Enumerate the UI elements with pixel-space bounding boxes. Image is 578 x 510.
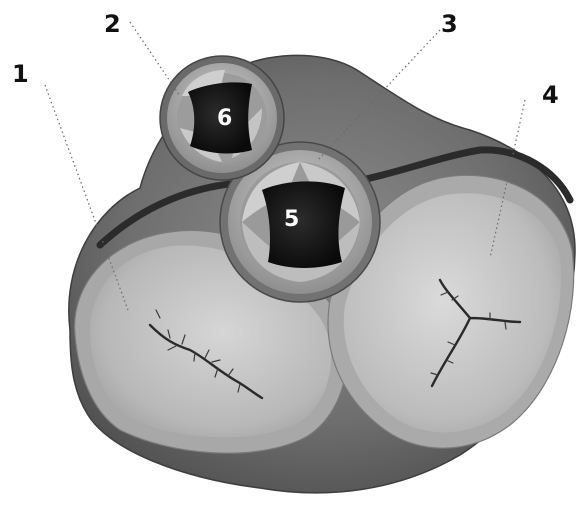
aortic-valve-label: 5 (284, 207, 299, 232)
callout-4-label: 4 (542, 81, 559, 109)
aortic-orifice (262, 181, 345, 268)
callout-2-label: 2 (104, 10, 121, 38)
pulmonary-valve-label: 6 (217, 106, 232, 131)
callout-3-label: 3 (441, 10, 458, 38)
callout-1-label: 1 (12, 60, 29, 88)
